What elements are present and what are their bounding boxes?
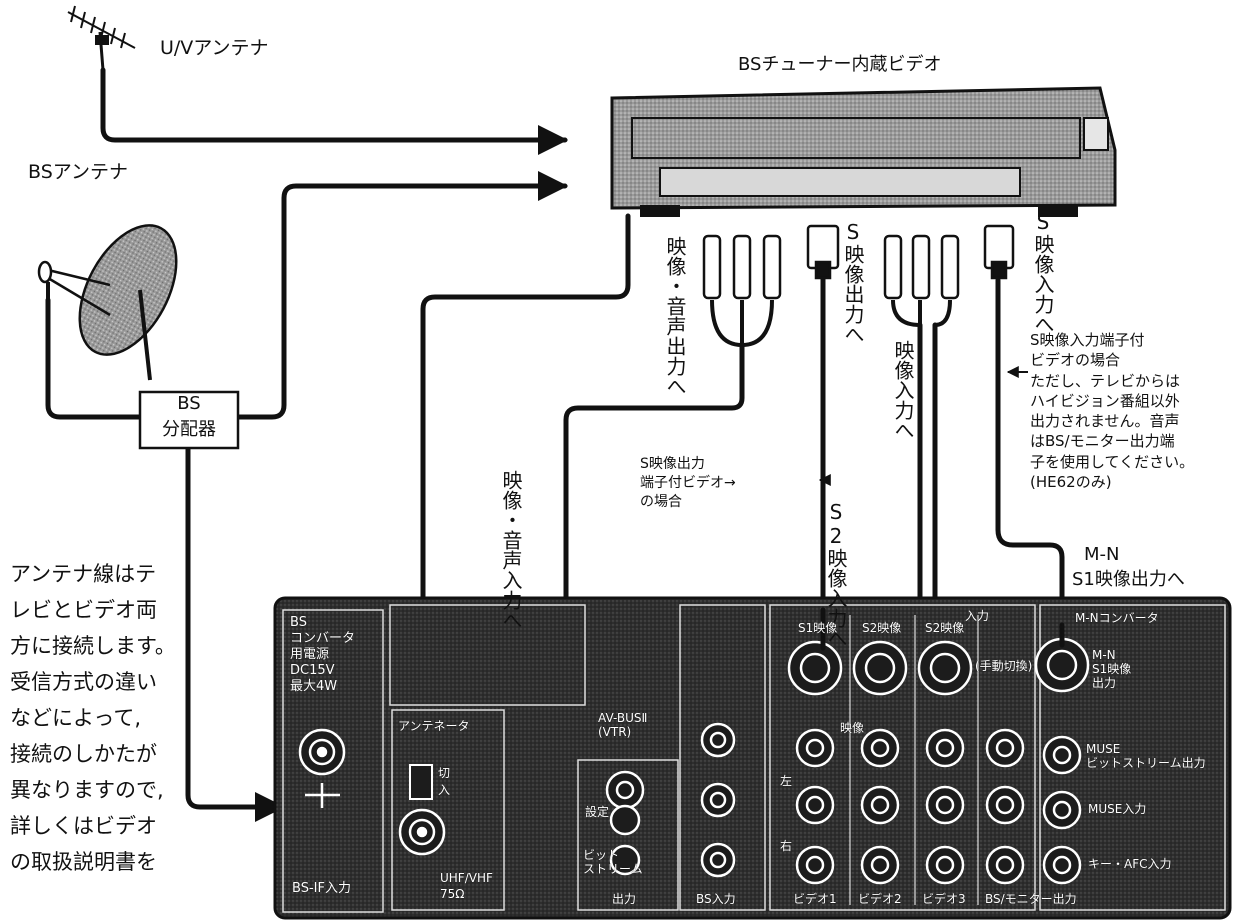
muse-out-label: MUSE ビットストリーム出力 bbox=[1086, 742, 1206, 770]
bs-dish-icon bbox=[39, 209, 196, 380]
right-channel-label: 右 bbox=[780, 840, 792, 854]
bit-stream-label: ビット ストリーム bbox=[583, 848, 643, 876]
splitter-vcr-cable bbox=[238, 186, 565, 417]
output-label: 出力 bbox=[612, 893, 636, 907]
bs-if-label: BS-IF入力 bbox=[292, 882, 351, 897]
rca-plugs-in bbox=[885, 236, 958, 298]
uhf-vhf-label: UHF/VHF 75Ω bbox=[440, 870, 493, 902]
s1-in-label: S1映像 bbox=[798, 622, 837, 636]
mn-out-label-1: M-N bbox=[1084, 545, 1120, 566]
antenna-term-label: アンテネータ bbox=[398, 720, 470, 734]
s2-in-panel-label: S2映像 bbox=[862, 622, 901, 636]
s-plug-out bbox=[808, 226, 838, 278]
mn-out-label-2: S1映像出力へ bbox=[1072, 570, 1185, 591]
s-in-note: S映像入力端子付 ビデオの場合 ただし、テレビからは ハイビジョン番組以外 出力… bbox=[1030, 330, 1194, 492]
mn-s1-label: M-N S1映像 出力 bbox=[1092, 648, 1131, 690]
video-jack-label: 映像 bbox=[840, 722, 864, 736]
s2-in-label: S2映像入力へ bbox=[825, 500, 846, 610]
uv-antenna-label: U/Vアンテナ bbox=[160, 38, 269, 60]
bs-monitor-out-label: BS/モニター出力 bbox=[985, 893, 1077, 907]
bs-converter-label: BS コンバータ 用電源 DC15V 最大4W bbox=[290, 615, 355, 695]
muse-in-label: MUSE入力 bbox=[1088, 803, 1146, 817]
s-plug-in bbox=[985, 226, 1013, 278]
left-channel-label: 左 bbox=[780, 775, 792, 789]
video-in-label: 映像入力へ bbox=[892, 340, 913, 490]
video1-label: ビデオ1 bbox=[793, 893, 837, 907]
antenna-switch-label: 切 入 bbox=[438, 765, 450, 799]
bs-antenna-label: BSアンテナ bbox=[28, 162, 128, 184]
manual-note-label: (手動切換) bbox=[975, 660, 1032, 674]
mn-converter-label: M-Nコンバータ bbox=[1075, 612, 1159, 626]
input-label: 入力 bbox=[965, 610, 989, 624]
codec-in-label: キー・AFC入力 bbox=[1088, 858, 1172, 872]
video2-label: ビデオ2 bbox=[858, 893, 902, 907]
antenna-note: アンテナ線はテ レビとビデオ両 方に接続します。 受信方式の違い などによって,… bbox=[10, 556, 200, 880]
video3-label: ビデオ3 bbox=[922, 893, 966, 907]
splitter-label-1: BS bbox=[140, 394, 238, 415]
av-out-label: 映像・音声出力へ bbox=[664, 236, 685, 436]
uv-antenna-icon bbox=[68, 6, 135, 70]
setting-label: 設定 bbox=[585, 806, 609, 820]
splitter-label-2: 分配器 bbox=[140, 420, 238, 441]
bs-input-label: BS入力 bbox=[696, 893, 736, 907]
s-out-label: S映像出力へ bbox=[842, 220, 863, 370]
uv-cable bbox=[103, 70, 565, 140]
rca-plugs-out bbox=[704, 236, 780, 298]
s2-in-panel-label-b: S2映像 bbox=[925, 622, 964, 636]
splitter-tv-cable bbox=[188, 448, 282, 807]
s-out-note: S映像出力 端子付ビデオ→ の場合 bbox=[640, 455, 736, 512]
vcr-body bbox=[612, 88, 1115, 217]
av-in-label: 映像・音声入力へ bbox=[500, 470, 521, 600]
av-bus-label: AV-BUSⅡ (VTR) bbox=[598, 712, 647, 740]
vcr-label: BSチューナー内蔵ビデオ bbox=[738, 55, 941, 76]
